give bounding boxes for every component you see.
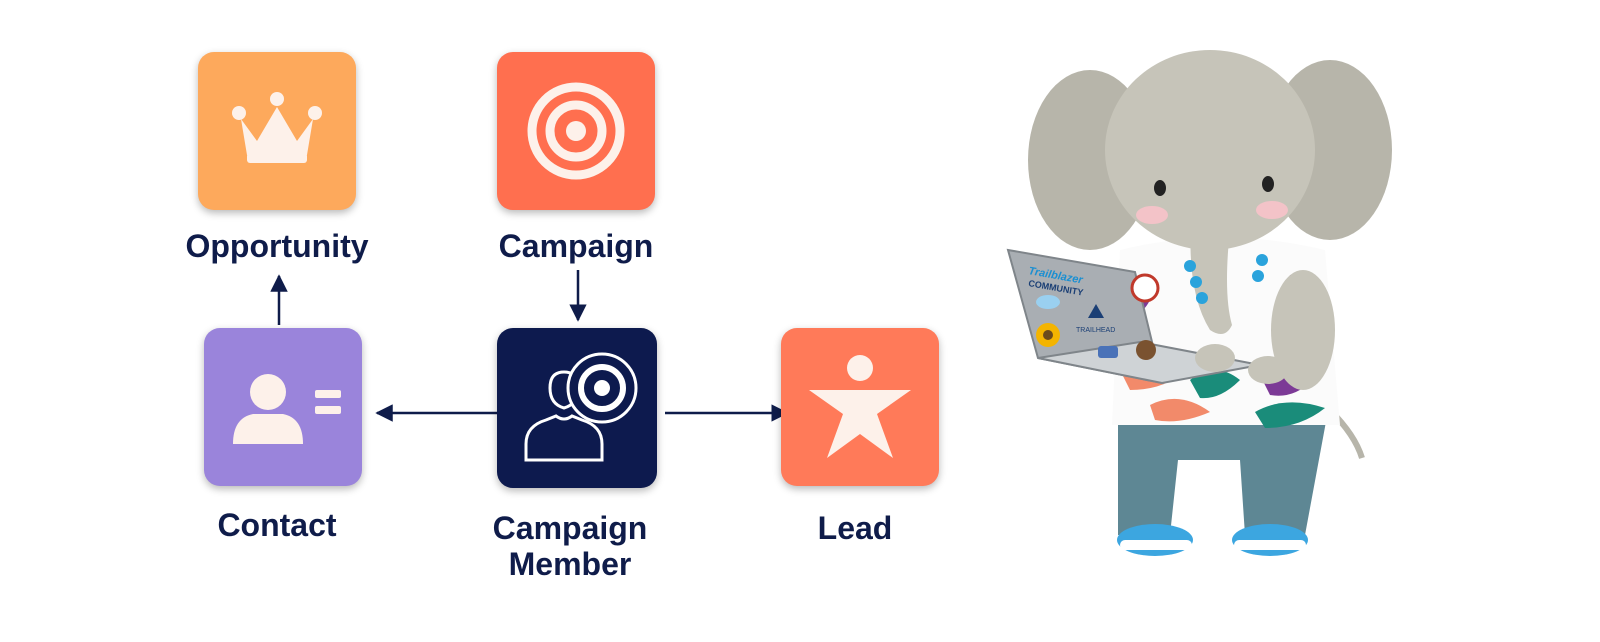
lead-person-icon: [809, 355, 911, 458]
lead-node: [781, 328, 939, 486]
contact-label: Contact: [217, 507, 337, 543]
campaign-node: [497, 52, 655, 210]
campaign-member-label-line1: Campaign: [492, 510, 648, 546]
contact-node: [204, 328, 362, 486]
svg-text:TRAILHEAD: TRAILHEAD: [1076, 327, 1115, 334]
campaign-label: Campaign: [498, 228, 654, 264]
campaign-member-node: [497, 328, 657, 488]
crown-icon: [232, 92, 322, 163]
elephant-mascot-icon: Trailblazer COMMUNITY TRAILHEAD: [1006, 50, 1392, 556]
contact-card-icon: [233, 374, 341, 444]
campaign-member-label-line2: Member: [508, 546, 632, 582]
campaign-member-label: Campaign Member: [470, 510, 670, 582]
target-icon: [527, 82, 625, 180]
opportunity-label: Opportunity: [185, 228, 369, 264]
campaign-member-icon: [524, 352, 638, 462]
opportunity-node: [198, 52, 356, 210]
lead-label: Lead: [817, 510, 893, 546]
